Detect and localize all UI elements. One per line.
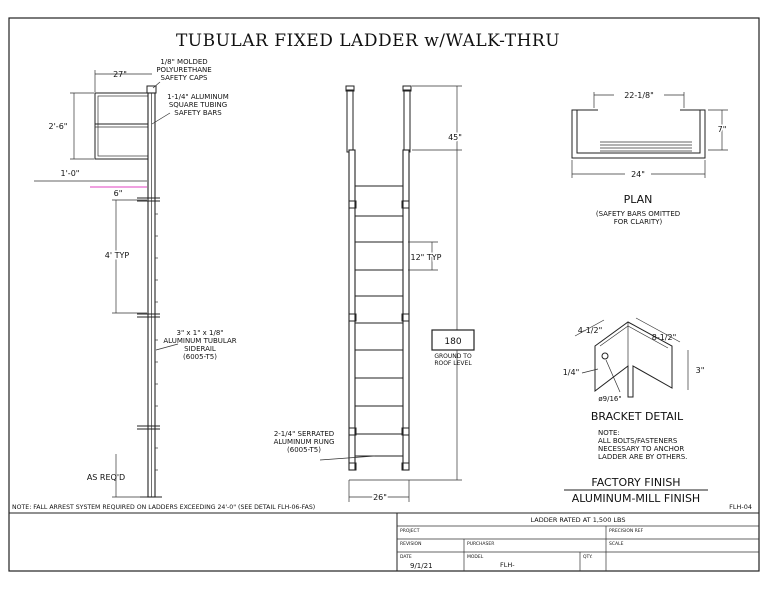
finish-line-1: FACTORY FINISH: [591, 476, 680, 489]
revision-label: REVISION: [400, 541, 421, 547]
safety-cap: [146, 85, 157, 94]
siderail-note-2: ALUMINUM TUBULAR: [163, 337, 236, 345]
scale-label: SCALE: [609, 541, 624, 547]
bars-note-2: SQUARE TUBING: [169, 101, 227, 109]
fall-arrest-note: NOTE: FALL ARREST SYSTEM REQUIRED ON LAD…: [12, 504, 315, 511]
finish-block: FACTORY FINISH ALUMINUM-MILL FINISH: [564, 476, 708, 505]
bracket-note-2: ALL BOLTS/FASTENERS: [598, 437, 678, 445]
height-label-1: GROUND TO: [434, 353, 472, 360]
front-right-siderail: [402, 149, 410, 471]
precision-ref-label: PRECISION REF: [609, 528, 644, 534]
project-label: PROJECT: [400, 528, 420, 534]
sheet-border: [8, 17, 760, 572]
dim-6: 6": [114, 189, 123, 198]
safety-cage: [94, 92, 153, 160]
model-label: MODEL: [467, 554, 484, 560]
right-safety-bar: [403, 89, 411, 153]
siderail-note-3: SIDERAIL: [184, 345, 216, 353]
rung-note-2: ALUMINUM RUNG: [274, 438, 335, 446]
qty-label: QTY.: [583, 554, 593, 560]
sheet-id: FLH-04: [729, 503, 752, 511]
bracket-label: BRACKET DETAIL: [591, 410, 684, 423]
dim-4-typ: 4' TYP: [105, 251, 130, 260]
dim-2-6: 2'-6": [49, 122, 68, 131]
wall-brackets: [137, 197, 160, 430]
rating-label: LADDER RATED AT 1,500 LBS: [530, 516, 625, 524]
dim-27: 27": [113, 70, 127, 79]
dim-26: 26": [373, 493, 387, 502]
bracket-hole: [601, 352, 609, 360]
plan-dim-bottom: 24": [631, 170, 645, 179]
caps-note-1: 1/8" MOLDED: [160, 58, 207, 66]
bracket-detail: 4-1/2" 8-1/2" 1/4" 3" ø9/16" BRACKET DET…: [563, 317, 705, 461]
date-value: 9/1/21: [410, 562, 433, 570]
plan-dim-side: 7": [718, 125, 727, 134]
rung-stubs: [155, 213, 158, 471]
purchaser-label: PURCHASER: [467, 541, 494, 547]
bracket-dim-a: 4-1/2": [578, 326, 603, 335]
plan-view: 22-1/8" 7" 24" PLAN (SAFETY BARS OMITTED…: [571, 91, 728, 226]
bracket-dim-b: 8-1/2": [652, 333, 677, 342]
dim-45: 45": [448, 133, 462, 142]
front-brackets: [348, 200, 410, 471]
dim-12-typ: 12" TYP: [411, 253, 442, 262]
date-label: DATE: [400, 554, 412, 560]
bracket-note-4: LADDER ARE BY OTHERS.: [598, 453, 687, 461]
model-value: FLH-: [500, 561, 515, 569]
plan-dim-top: 22-1/8": [624, 91, 654, 100]
bars-note-1: 1-1/4" ALUMINUM: [167, 93, 229, 101]
rung-note-1: 2-1/4" SERRATED: [274, 430, 334, 438]
height-box: [431, 329, 475, 351]
siderail-note-1: 3" x 1" x 1/8": [176, 329, 223, 337]
bracket-note-3: NECESSARY TO ANCHOR: [598, 445, 684, 453]
rung-note-3: (6005-T5): [287, 446, 321, 454]
bracket-dim-hole: ø9/16": [598, 395, 621, 403]
drawing-title: TUBULAR FIXED LADDER w/WALK-THRU: [176, 31, 560, 51]
front-view: 45" 12" TYP 180 GROUND TO ROOF LEVEL 26"…: [274, 85, 475, 504]
ladder-rungs: [355, 185, 403, 457]
bracket-dim-c: 1/4": [563, 368, 580, 377]
height-label-2: ROOF LEVEL: [434, 360, 472, 367]
plan-label: PLAN: [624, 193, 653, 206]
bracket-shape: [594, 321, 673, 398]
caps-note-2: POLYURETHANE: [156, 66, 211, 74]
caps-note-3: SAFETY CAPS: [161, 74, 208, 82]
bracket-note-1: NOTE:: [598, 429, 620, 437]
plan-note-2: FOR CLARITY): [614, 218, 663, 226]
plan-rung: [600, 141, 692, 152]
siderail-note-4: (6005-T5): [183, 353, 217, 361]
plan-note-1: (SAFETY BARS OMITTED: [596, 210, 680, 218]
as-reqd-label: AS REQ'D: [87, 473, 125, 482]
title-block: LADDER RATED AT 1,500 LBS PROJECT PRECIS…: [396, 513, 759, 571]
bracket-dim-d: 3": [696, 366, 705, 375]
height-value: 180: [444, 337, 461, 347]
front-left-siderail: [348, 149, 356, 471]
left-safety-bar: [346, 89, 354, 153]
finish-line-2: ALUMINUM-MILL FINISH: [572, 492, 700, 505]
side-view: 27" 2'-6" 1'-0" 6" 4' TYP AS REQ'D 1/8" …: [34, 58, 237, 498]
bars-note-3: SAFETY BARS: [174, 109, 222, 117]
dim-1-0: 1'-0": [61, 169, 80, 178]
